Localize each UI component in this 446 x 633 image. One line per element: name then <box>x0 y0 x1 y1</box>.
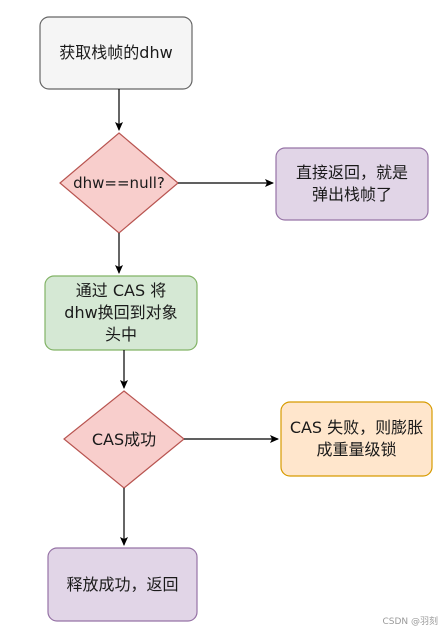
node-return-pop-label: 直接返回，就是弹出栈帧了 <box>295 163 408 204</box>
watermark: CSDN @羽刻 <box>382 617 438 627</box>
node-get-frame-shape <box>39 16 193 90</box>
node-cas-fail-shape <box>280 401 433 477</box>
node-cas-fail-label: CAS 失败，则膨胀成重量级锁 <box>289 418 424 459</box>
node-cas-swap-label: 通过 CAS 将 dhw换回到对象头中 <box>64 281 178 344</box>
node-cas-swap-shape <box>44 275 198 351</box>
node-return-pop-shape <box>275 147 429 221</box>
node-cas-success-label: CAS成功 <box>91 429 157 449</box>
node-release-shape <box>47 547 198 622</box>
node-get-frame-label: 获取栈帧的dhw <box>59 43 173 62</box>
node-release-label: 释放成功，返回 <box>66 574 179 594</box>
node-check-null-label: dhw==null? <box>73 174 165 192</box>
